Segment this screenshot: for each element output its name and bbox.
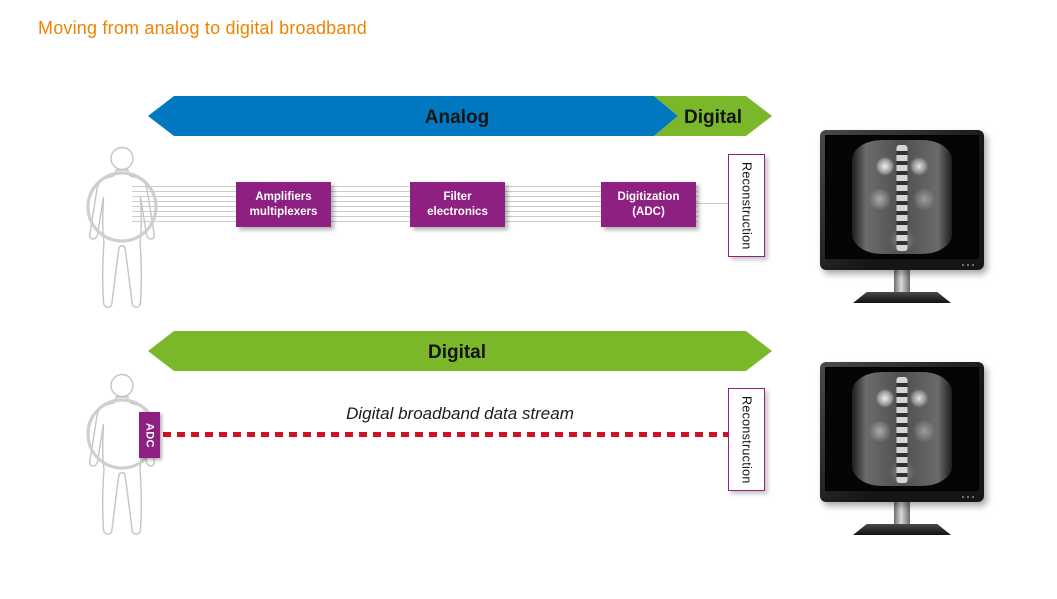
mri-monitor-analog — [820, 130, 984, 303]
monitor-stand-base — [853, 524, 951, 535]
patient-body-outline — [88, 396, 156, 536]
mri-monitor-digital — [820, 362, 984, 535]
digital-banner-arrow-full — [148, 331, 772, 371]
analog-digital-banner: Analog Digital — [148, 96, 772, 136]
mri-scan-image — [851, 139, 953, 255]
digital-stream-dashed-line — [163, 432, 728, 437]
patient-head — [110, 146, 134, 171]
box-label: Filter electronics — [427, 190, 488, 218]
box-label: Digitization (ADC) — [617, 190, 680, 218]
mri-screen — [825, 135, 979, 259]
monitor-stand-neck — [894, 502, 910, 524]
digital-banner-label: Digital — [684, 107, 742, 128]
digital-banner-label: Digital — [428, 342, 486, 363]
analog-banner-arrow — [148, 96, 678, 136]
coil-adc-box: ADC — [139, 412, 160, 458]
reconstruction-box-analog: Reconstruction — [728, 154, 765, 257]
mri-screen — [825, 367, 979, 491]
monitor-indicator-lights — [972, 264, 974, 266]
reconstruction-label: Reconstruction — [739, 395, 754, 484]
digital-banner: Digital — [148, 331, 772, 371]
mri-spine-detail — [896, 377, 908, 483]
box-digitization-adc: Digitization (ADC) — [601, 182, 696, 227]
page-title: Moving from analog to digital broadband — [38, 18, 368, 38]
monitor-frame — [820, 130, 984, 270]
monitor-stand-base — [853, 292, 951, 303]
reconstruction-box-digital: Reconstruction — [728, 388, 765, 491]
digital-signal-line — [696, 203, 729, 204]
monitor-frame — [820, 362, 984, 502]
patient-figure-analog — [86, 146, 158, 309]
patient-figure-digital — [86, 373, 158, 536]
mri-spine-detail — [896, 145, 908, 251]
box-label: Amplifiers multiplexers — [249, 190, 318, 218]
patient-head — [110, 373, 134, 398]
analog-banner-label: Analog — [425, 107, 489, 128]
monitor-stand-neck — [894, 270, 910, 292]
adc-label: ADC — [143, 422, 156, 448]
mri-scan-image — [851, 371, 953, 487]
box-amplifiers-multiplexers: Amplifiers multiplexers — [236, 182, 331, 227]
digital-banner-arrow — [654, 96, 772, 136]
box-filter-electronics: Filter electronics — [410, 182, 505, 227]
stream-label: Digital broadband data stream — [346, 404, 574, 423]
reconstruction-label: Reconstruction — [739, 161, 754, 250]
monitor-indicator-lights — [972, 496, 974, 498]
